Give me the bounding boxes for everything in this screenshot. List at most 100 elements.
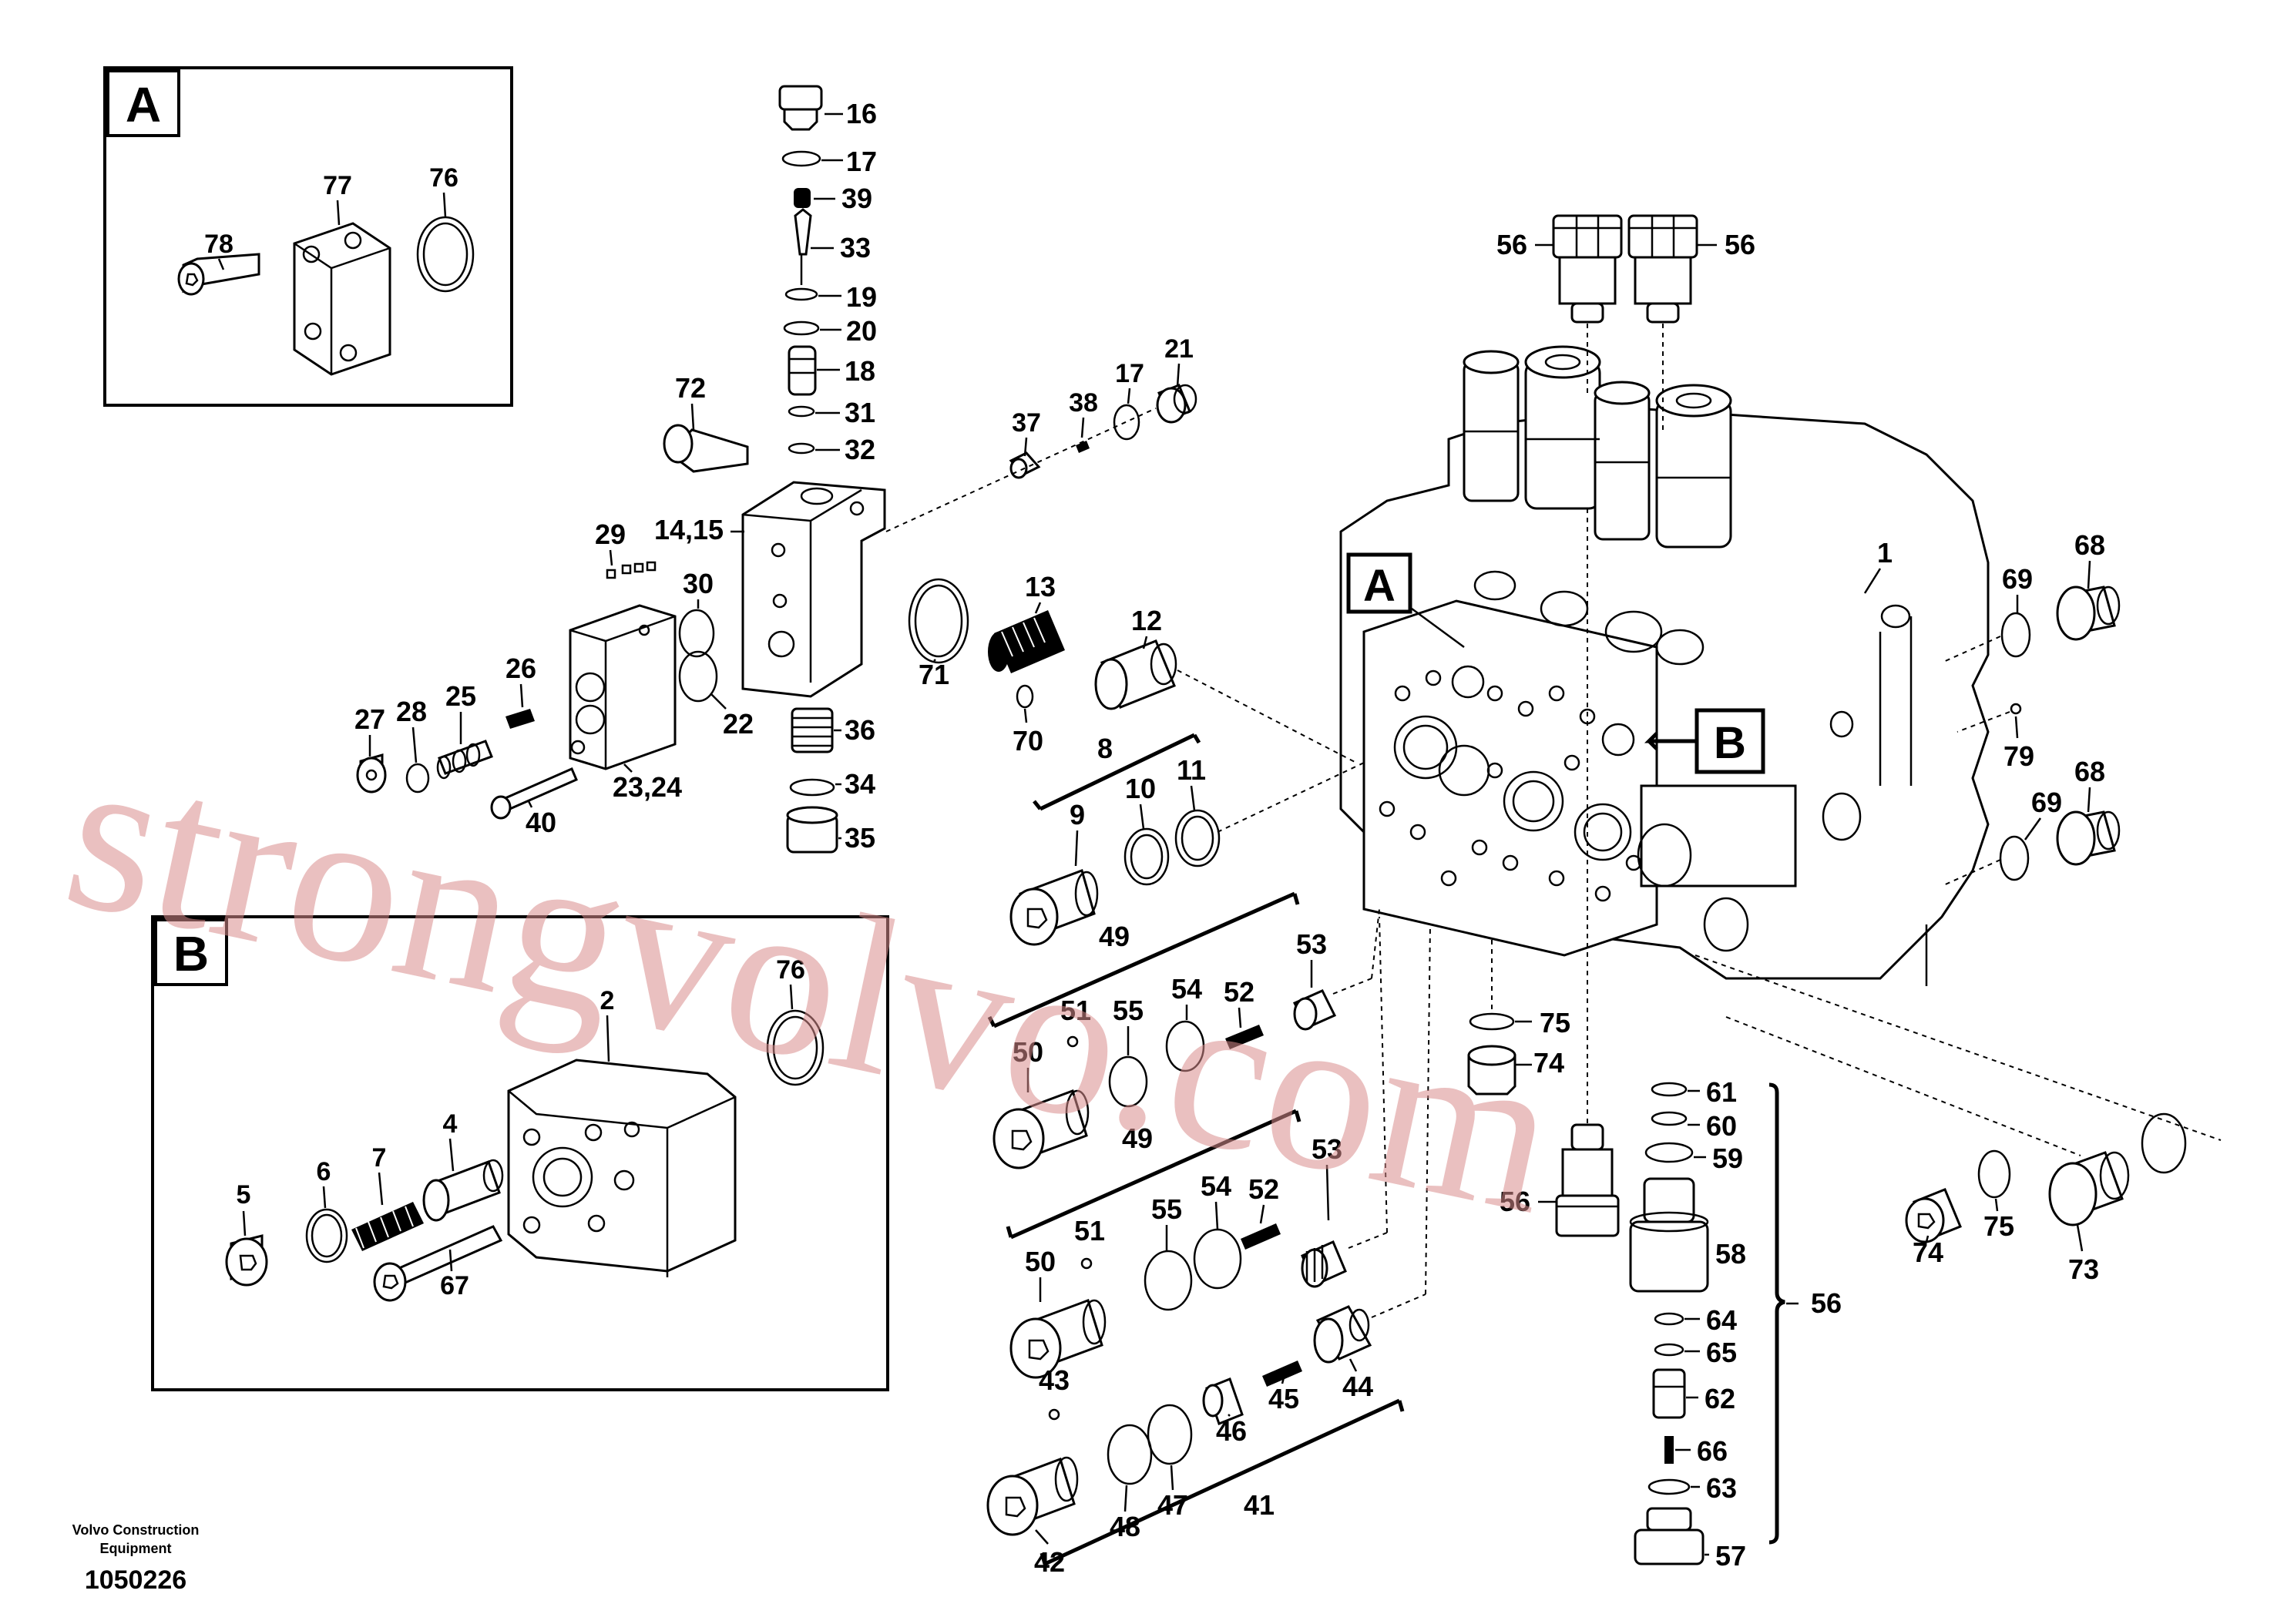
callout-56-group: 56 [1811,1287,1842,1319]
callout-27: 27 [354,703,385,735]
part-42-plug [986,1456,1079,1536]
callout-76-inset-b: 76 [776,955,805,985]
part-35-plug [786,806,838,854]
part-6-o-ring [305,1208,348,1263]
part-73-plug-right [2048,1151,2130,1226]
callout-71: 71 [919,659,949,690]
callout-6: 6 [317,1157,331,1186]
inset-b-letter: B [173,926,209,981]
footer-brand-line1: Volvo Construction [72,1522,200,1538]
callout-28: 28 [396,696,427,727]
callout-62: 62 [1705,1383,1735,1414]
part-52-spring-lower [1241,1223,1281,1250]
part-78-bolt [177,253,260,296]
part-21-plug [1156,384,1197,424]
part-51-ball-lower [1080,1257,1093,1270]
part-68-plug-upper [2056,586,2121,641]
part-67-bolt [373,1225,503,1302]
part-74-plug-right [1905,1188,1962,1243]
callout-41: 41 [1244,1489,1275,1521]
callout-54-upper: 54 [1171,973,1202,1005]
part-71-o-ring [908,578,969,664]
callout-56-bottom: 56 [1500,1186,1530,1217]
callout-14-15: 14,15 [654,514,724,545]
callout-23-24: 23,24 [613,771,682,803]
part-44-fitting [1313,1305,1372,1364]
callout-33: 33 [840,232,871,263]
callout-45: 45 [1268,1383,1299,1414]
inset-a-letter: A [126,77,161,133]
group-41-brace [1040,1398,1405,1566]
callout-31: 31 [845,397,875,428]
callout-17-side: 17 [1115,359,1144,388]
inset-a-tag [106,69,180,137]
part-56-cartridge-left [1552,214,1623,324]
part-63-o-ring [1647,1478,1691,1495]
part-52-spring-upper [1225,1025,1264,1049]
callout-16: 16 [846,98,877,129]
part-4-piston [422,1159,504,1222]
callout-36: 36 [845,714,875,746]
part-76-o-ring-b [766,1009,825,1086]
part-36-spring [791,707,834,753]
callout-74-bottom: 74 [1533,1047,1564,1079]
part-50-plug-upper [992,1089,1090,1169]
callout-8: 8 [1097,733,1113,764]
part-76-o-ring [416,216,475,293]
part-5-plug [225,1234,268,1287]
callout-61: 61 [1706,1076,1737,1108]
part-2-valve-block [507,1059,737,1277]
part-75-o-ring-right [1977,1149,2011,1199]
part-70-o-ring [1016,684,1034,709]
part-65-o-ring [1654,1343,1684,1357]
part-53-upper-fitting [1292,989,1337,1031]
callout-68-upper: 68 [2074,529,2105,561]
footer-brand-line2: Equipment [100,1541,172,1556]
svg-text:B: B [1714,718,1746,768]
part-46-pin [1202,1377,1244,1425]
group-49-upper-brace [987,891,1300,1028]
callout-76-inset-a: 76 [429,163,458,193]
part-43-ball [1048,1408,1060,1421]
part-12-sleeve [1094,639,1177,710]
callout-73: 73 [2068,1253,2099,1285]
callout-52-upper: 52 [1224,976,1254,1008]
callout-37: 37 [1012,408,1041,438]
part-38-spring [1076,441,1090,453]
part-25-spool [436,740,493,780]
callout-59: 59 [1712,1143,1743,1174]
part-79-plug [2010,703,2022,715]
callout-43: 43 [1039,1364,1070,1396]
part-53-lower-fitting [1301,1240,1347,1288]
callout-50-lower: 50 [1025,1246,1056,1277]
part-54-o-ring-lower [1193,1228,1242,1290]
part-o-ring-far-right [2141,1112,2187,1174]
group-49-lower-brace [1006,1109,1302,1240]
body-marker-a: A [1346,552,1465,649]
body-marker-b: B [1644,708,1765,774]
callout-47: 47 [1157,1489,1188,1521]
callout-26: 26 [505,653,536,684]
part-47-o-ring [1147,1404,1193,1465]
part-64-o-ring [1654,1312,1684,1326]
callout-2: 2 [600,986,615,1015]
callout-9: 9 [1070,799,1085,830]
callout-46: 46 [1216,1415,1247,1447]
callout-22: 22 [723,708,754,740]
callout-69-upper: 69 [2002,563,2033,595]
part-58-sleeve [1629,1177,1709,1293]
callout-78: 78 [204,230,233,259]
callout-52-lower: 52 [1248,1173,1279,1205]
part-40-bolt [490,767,578,820]
callout-44: 44 [1342,1371,1373,1402]
part-56-cartridge-right [1627,214,1698,324]
callout-7: 7 [372,1143,387,1173]
callout-55-upper: 55 [1113,995,1144,1026]
part-74-plug-bottom [1467,1045,1516,1096]
part-77-cover-plate [293,222,391,376]
part-9-plug [1009,869,1099,946]
part-66-spring [1664,1436,1674,1464]
callout-34: 34 [845,768,875,800]
